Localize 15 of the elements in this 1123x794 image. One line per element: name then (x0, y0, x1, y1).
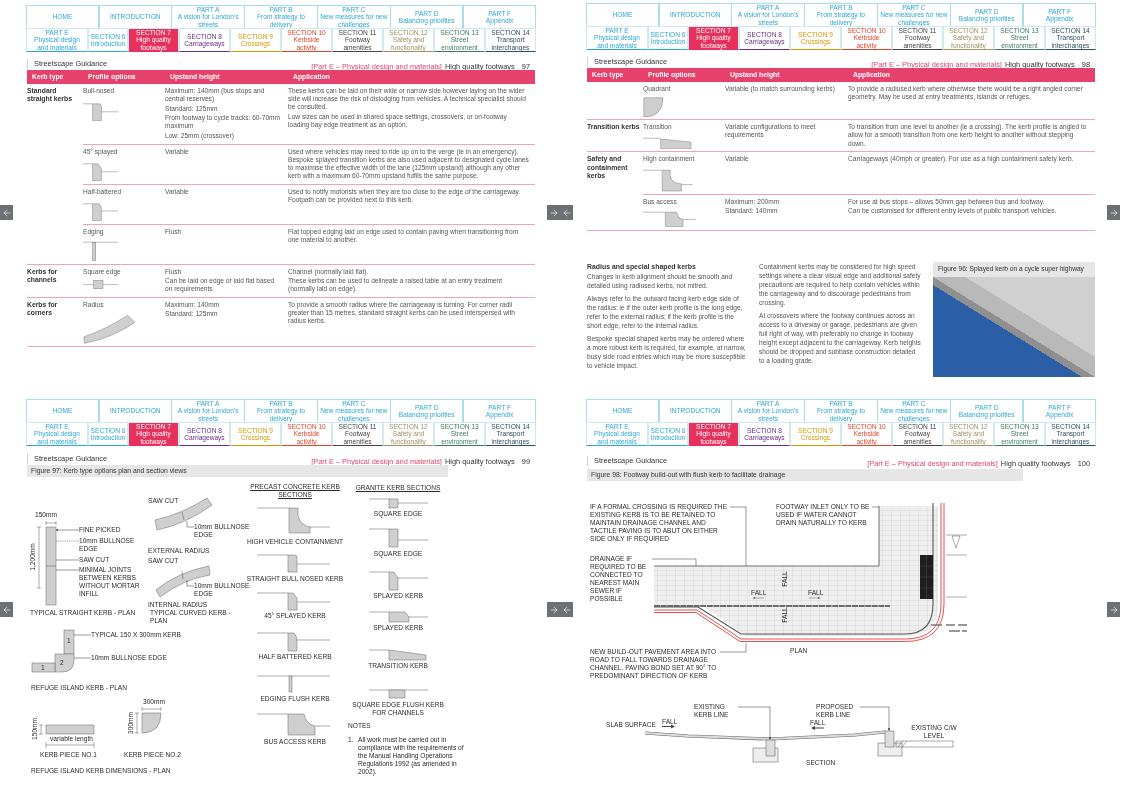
leader-line (186, 579, 195, 587)
leader-line (719, 642, 747, 653)
leader-line (73, 634, 92, 636)
curved-kerb-plan-drawing (155, 565, 211, 598)
leader-line (55, 540, 80, 542)
leader-line (871, 506, 880, 508)
leader-line (55, 569, 80, 571)
leader-line (651, 558, 697, 567)
refuge-kerb-plan-drawing (31, 629, 75, 673)
section-drawing (644, 730, 954, 763)
straight-kerb-plan-drawing (45, 526, 57, 606)
leader-line (186, 520, 195, 528)
leader-line (729, 506, 747, 567)
leader-line (55, 559, 80, 561)
leader-line (73, 657, 92, 659)
